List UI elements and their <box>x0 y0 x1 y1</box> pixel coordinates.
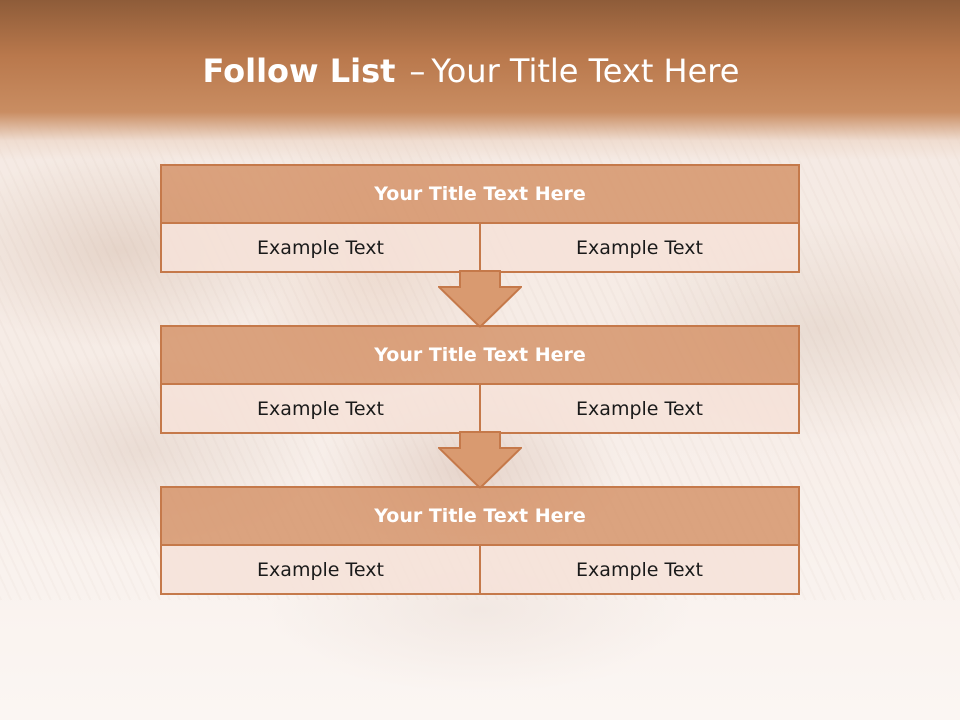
down-arrow-icon <box>438 431 522 489</box>
slide-title-rest: Your Title Text Here <box>431 52 740 90</box>
list-block-cell-right: Example Text <box>481 224 798 271</box>
list-block-header: Your Title Text Here <box>162 166 798 224</box>
list-block-cell-left: Example Text <box>162 546 481 593</box>
list-block-2: Your Title Text Here Example Text Exampl… <box>160 325 800 434</box>
list-block-3: Your Title Text Here Example Text Exampl… <box>160 486 800 595</box>
list-block-1: Your Title Text Here Example Text Exampl… <box>160 164 800 273</box>
list-block-row: Example Text Example Text <box>162 385 798 432</box>
list-block-row: Example Text Example Text <box>162 546 798 593</box>
list-block-header: Your Title Text Here <box>162 327 798 385</box>
down-arrow-icon <box>438 270 522 328</box>
list-block-cell-left: Example Text <box>162 385 481 432</box>
header-band <box>0 0 960 160</box>
list-block-row: Example Text Example Text <box>162 224 798 271</box>
list-block-header: Your Title Text Here <box>162 488 798 546</box>
list-block-cell-right: Example Text <box>481 385 798 432</box>
slide-title: Follow List–Your Title Text Here <box>0 52 942 90</box>
list-block-cell-left: Example Text <box>162 224 481 271</box>
slide-title-bold: Follow List <box>202 52 396 90</box>
slide-title-dash: – <box>409 52 426 90</box>
list-block-cell-right: Example Text <box>481 546 798 593</box>
